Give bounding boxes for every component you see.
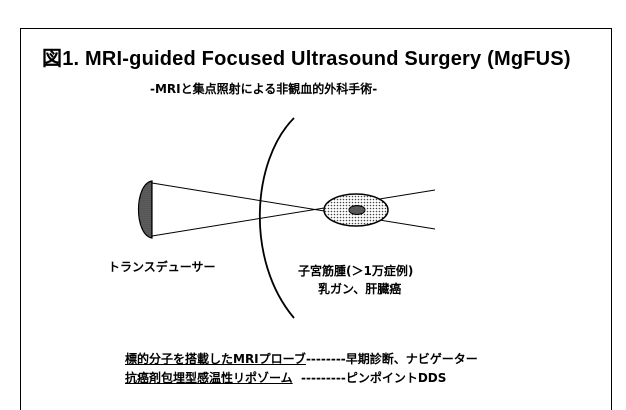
- transducer-label: トランスデューサー: [108, 258, 216, 275]
- note-description: ピンポイントDDS: [346, 371, 447, 385]
- note-description: 早期診断、ナビゲーター: [346, 352, 478, 366]
- note-row: 標的分子を搭載したMRIプローブ--------早期診断、ナビゲーター: [125, 350, 478, 367]
- transducer-shape: [139, 181, 153, 238]
- ultrasound-beam: [152, 183, 435, 236]
- target-label: 子宮筋腫(＞1万症例): [298, 262, 413, 279]
- note-term: 標的分子を搭載したMRIプローブ: [125, 352, 306, 366]
- target-label-secondary: 乳ガン、肝臓癌: [318, 280, 401, 297]
- note-term: 抗癌剤包埋型感温性リポゾーム: [125, 371, 293, 385]
- note-row: 抗癌剤包埋型感温性リポゾーム ---------ピンポイントDDS: [125, 369, 446, 386]
- note-dashes: ---------: [293, 371, 346, 385]
- focal-point: [349, 206, 365, 215]
- note-dashes: --------: [306, 352, 346, 366]
